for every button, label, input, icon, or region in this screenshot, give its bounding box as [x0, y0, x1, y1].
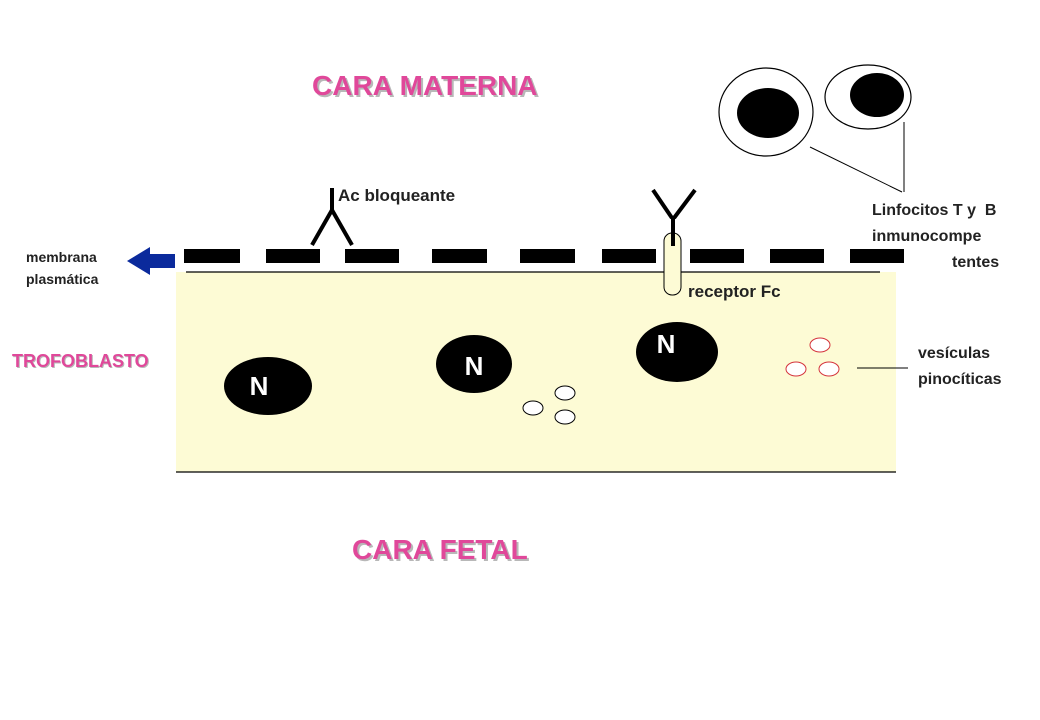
blocking-antibody-label: Ac bloqueante — [338, 186, 456, 205]
lymphocyte-1 — [718, 67, 814, 157]
lymphocytes-label-line2: inmunocompe — [872, 228, 982, 245]
lymphocytes-label-line3: tentes — [952, 254, 1000, 271]
vesicles-label-line1: vesículas — [918, 345, 991, 362]
lymphocyte-2 — [824, 64, 912, 130]
vesicle-group-1 — [522, 385, 576, 425]
membrane-label-line1: membrana — [26, 249, 97, 265]
plasma-membrane — [184, 249, 904, 263]
y-antibody-icon — [651, 188, 697, 246]
nucleus-2 — [436, 335, 512, 393]
nucleus-3 — [636, 322, 718, 382]
membrane-label-line2: plasmática — [26, 271, 99, 287]
blocking-antibody-icon — [310, 188, 354, 246]
vesicle-group-2 — [785, 337, 840, 377]
nucleus-1-label: N — [250, 371, 269, 401]
lymphocytes-label-line1: Linfocitos T y B — [872, 202, 997, 219]
fc-receptor-label: receptor Fc — [688, 282, 781, 301]
fetal-face-title: CARA FETAL — [352, 534, 528, 565]
nucleus-1 — [224, 357, 312, 415]
lymphocyte-pointer-1 — [809, 146, 903, 193]
trophoblast-label: TROFOBLASTO — [12, 351, 149, 371]
maternal-face-title: CARA MATERNA — [312, 70, 538, 101]
nucleus-3-label: N — [657, 329, 676, 359]
vesicles-label-line2: pinocíticas — [918, 371, 1002, 388]
nucleus-2-label: N — [465, 351, 484, 381]
left-arrow-icon — [127, 247, 175, 275]
